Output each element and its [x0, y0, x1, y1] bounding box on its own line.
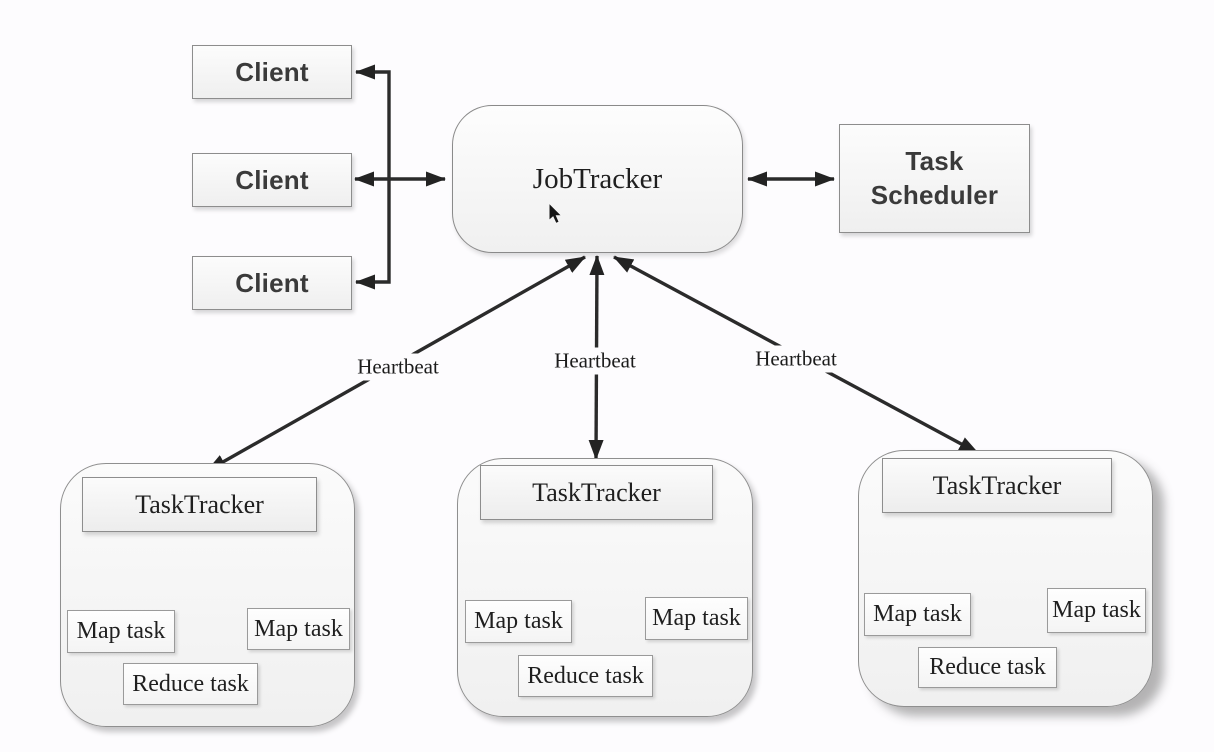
- g2-reduce-task-label: Reduce task: [527, 662, 644, 689]
- client-node-3: Client: [192, 256, 352, 310]
- arrow-client-bus: [355, 64, 391, 290]
- g3-reduce-task: Reduce task: [918, 647, 1057, 688]
- client-node-2-label: Client: [235, 164, 309, 195]
- g2-map-task-1-label: Map task: [474, 608, 563, 634]
- g1-map-task-1-label: Map task: [76, 618, 166, 644]
- g2-map-task-2: Map task: [645, 597, 748, 640]
- task-scheduler-node: Task Scheduler: [839, 124, 1030, 233]
- g3-map-task-2: Map task: [1047, 588, 1146, 633]
- task-scheduler-label: Task Scheduler: [870, 146, 999, 210]
- tasktracker-node-1-label: TaskTracker: [135, 489, 264, 519]
- g2-reduce-task: Reduce task: [518, 655, 653, 697]
- g1-reduce-task: Reduce task: [123, 663, 258, 705]
- g1-map-task-2: Map task: [247, 608, 350, 650]
- g1-map-task-2-label: Map task: [254, 615, 343, 642]
- client-node-1-label: Client: [235, 56, 309, 87]
- heartbeat-label-middle: Heartbeat: [551, 347, 639, 375]
- g1-map-task-1: Map task: [67, 610, 175, 653]
- heartbeat-label-right: Heartbeat: [752, 345, 840, 373]
- g2-map-task-2-label: Map task: [652, 605, 741, 631]
- tasktracker-node-3-label: TaskTracker: [932, 470, 1062, 500]
- g3-map-task-2-label: Map task: [1052, 597, 1141, 623]
- heartbeat-label-left: Heartbeat: [354, 353, 442, 381]
- g3-map-task-1-label: Map task: [873, 601, 962, 627]
- client-node-3-label: Client: [235, 267, 309, 298]
- g2-map-task-1: Map task: [465, 600, 572, 643]
- jobtracker-node: JobTracker: [452, 105, 743, 253]
- g3-reduce-task-label: Reduce task: [929, 654, 1046, 680]
- tasktracker-node-3: TaskTracker: [882, 458, 1112, 513]
- client-node-1: Client: [192, 45, 352, 99]
- g3-map-task-1: Map task: [864, 593, 971, 636]
- tasktracker-node-1: TaskTracker: [82, 477, 317, 532]
- tasktracker-node-2-label: TaskTracker: [532, 477, 661, 507]
- jobtracker-label: JobTracker: [532, 162, 663, 195]
- client-node-2: Client: [192, 153, 352, 207]
- tasktracker-node-2: TaskTracker: [480, 465, 713, 520]
- g1-reduce-task-label: Reduce task: [132, 670, 249, 697]
